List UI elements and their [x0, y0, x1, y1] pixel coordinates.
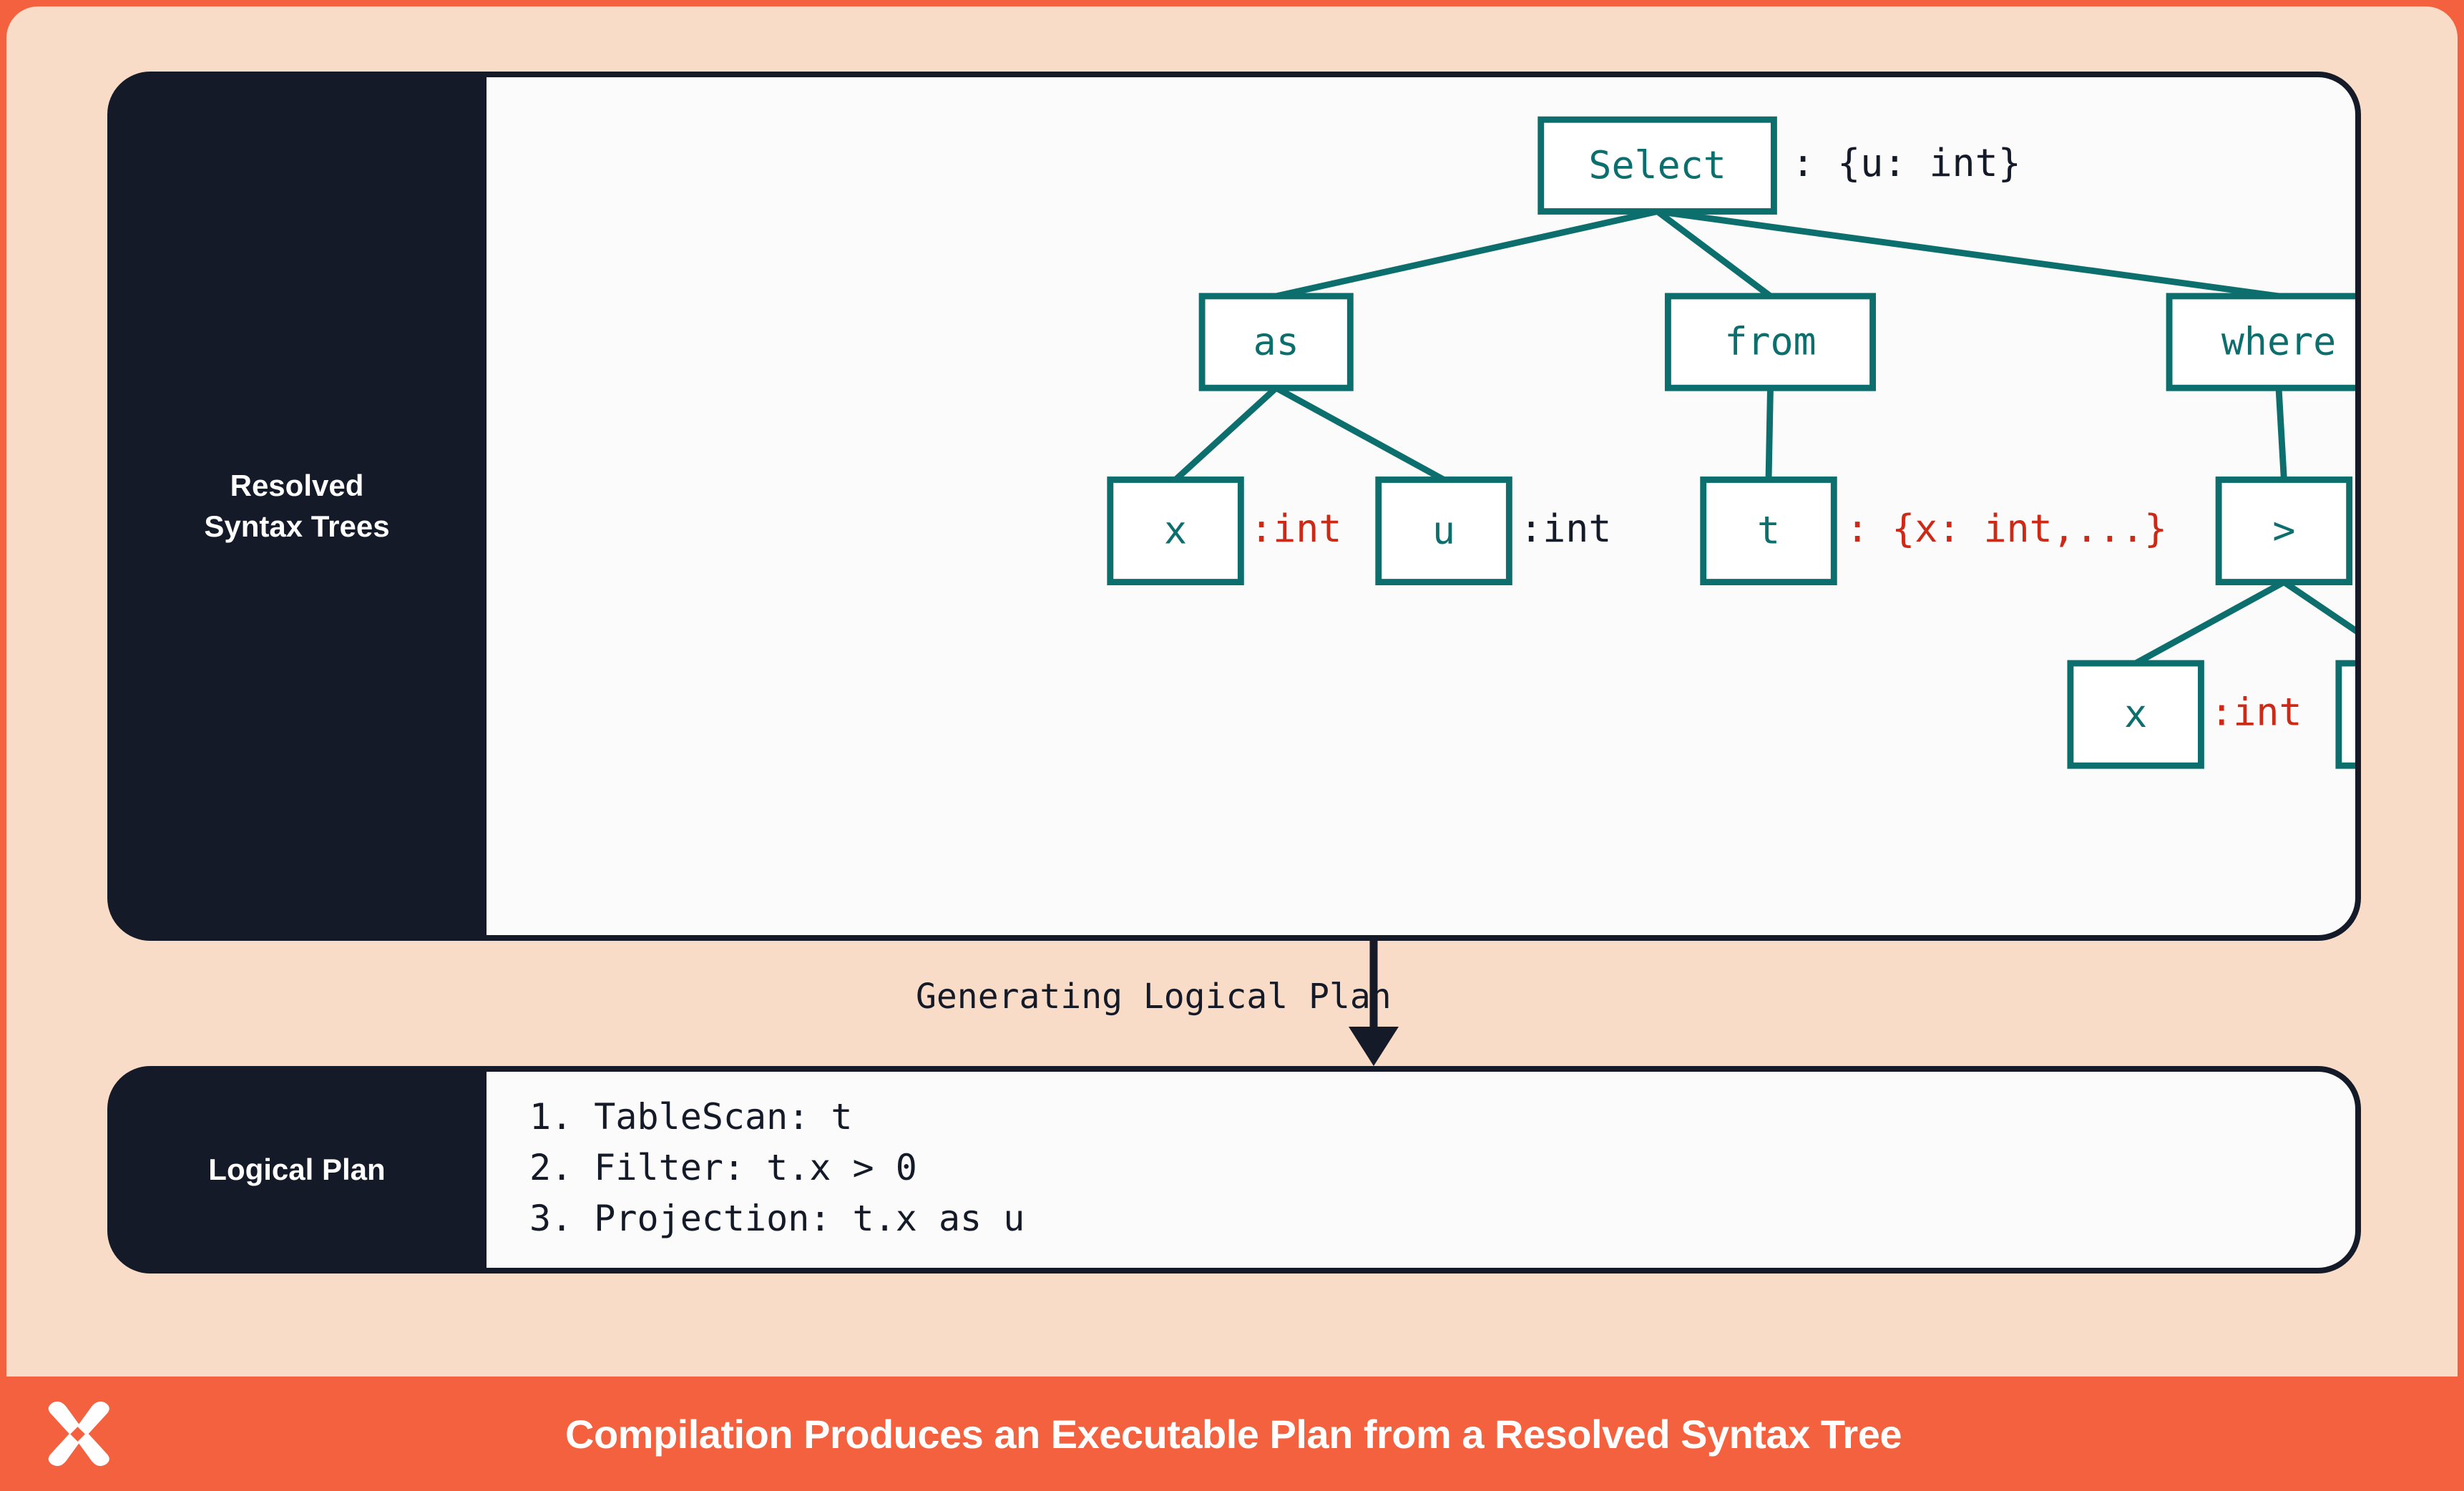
tree-node-label-gt: >	[2272, 509, 2295, 553]
tree-edge-as-to-u	[1274, 385, 1446, 483]
tree-node-from[interactable]: from	[1664, 293, 1877, 391]
tree-node-label-from: from	[1724, 320, 1816, 364]
tree-node-box-select	[1537, 116, 1777, 215]
panel-trees-label: Resolved Syntax Trees	[107, 72, 487, 941]
panel-trees-label-line1: Resolved	[230, 468, 364, 502]
transition-label: Generating Logical Plan	[916, 977, 1392, 1017]
transition-generating-logical-plan: Generating Logical Plan	[107, 941, 2361, 1066]
transition-arrow-svg	[1349, 941, 1399, 1066]
tree-node-box-where	[2166, 293, 2355, 391]
tree-node-label-t: t	[1757, 509, 1780, 553]
type-annotation-select: : {u: int}	[1791, 141, 2021, 185]
arrow-head	[1349, 1027, 1399, 1066]
logical-plan-step-list: 1. TableScan: t 2. Filter: t.x > 0 3. Proj…	[529, 1092, 1025, 1244]
tree-edge-as-to-x1	[1173, 385, 1279, 482]
panel-logical-plan: Logical Plan 1. TableScan: t 2. Filter: t…	[107, 1066, 2361, 1274]
type-annotation-t: : {x: int,...}	[1846, 507, 2167, 551]
panel-plan-body: 1. TableScan: t 2. Filter: t.x > 0 3. Proj…	[487, 1066, 2361, 1274]
tree-annotation-group: : {u: int}:int:int: {x: int,...}:bool:in…	[1250, 141, 2302, 735]
type-annotation-u: :int	[1520, 507, 1611, 551]
type-annotation-x1: :int	[1250, 507, 1341, 551]
tree-edge-group	[1173, 208, 2355, 666]
logical-plan-step-1: 1. TableScan: t	[529, 1096, 853, 1138]
x-mark-logo-icon	[48, 1401, 109, 1467]
tree-node-box-gt	[2215, 476, 2353, 586]
tree-node-box-from	[1664, 293, 1877, 391]
tree-node-label-u: u	[1432, 509, 1455, 553]
tree-node-box-zero	[2335, 660, 2355, 769]
tree-edge-select-to-as	[1275, 208, 1658, 300]
panel-resolved-syntax-trees: Resolved Syntax Trees Select as from where x…	[107, 72, 2361, 941]
tree-node-t[interactable]: t	[1700, 476, 1837, 586]
logical-plan-step-3: 3. Projection: t.x as u	[529, 1198, 1025, 1239]
tree-node-label-x2: x	[2124, 692, 2147, 736]
tree-node-box-u	[1375, 476, 1512, 586]
footer-caption: Compilation Produces an Executable Plan …	[565, 1411, 1902, 1457]
panel-plan-label: Logical Plan	[107, 1066, 487, 1274]
tree-node-as[interactable]: as	[1198, 293, 1354, 391]
tree-edge-where-to-gt	[2275, 387, 2287, 480]
tree-node-select[interactable]: Select	[1537, 116, 1777, 215]
tree-node-box-x2	[2067, 660, 2204, 769]
tree-node-label-as: as	[1253, 320, 1299, 364]
tree-edge-select-to-where	[1656, 208, 2279, 300]
tree-node-group: Select as from where x u t > x 0	[1107, 116, 2355, 769]
logical-plan-step-2: 2. Filter: t.x > 0	[529, 1147, 917, 1188]
tree-node-zero[interactable]: 0	[2335, 660, 2355, 769]
footer-bar: Compilation Produces an Executable Plan …	[0, 1377, 2464, 1491]
panel-trees-label-line2: Syntax Trees	[204, 509, 390, 543]
tree-node-where[interactable]: where	[2166, 293, 2355, 391]
panel-trees-body: Select as from where x u t > x 0 : {u: int} :int :i…	[487, 72, 2361, 941]
tree-node-box-t	[1700, 476, 1837, 586]
tree-node-u[interactable]: u	[1375, 476, 1512, 586]
tree-edge-gt-to-zero	[2282, 579, 2355, 635]
tree-node-label-select: Select	[1588, 143, 1726, 187]
tree-node-x1[interactable]: x	[1107, 476, 1244, 586]
tree-node-box-as	[1198, 293, 1354, 391]
tree-node-box-x1	[1107, 476, 1244, 586]
tree-node-label-where: where	[2221, 320, 2336, 364]
tree-edge-gt-to-x2	[2134, 579, 2286, 666]
tree-edge-select-to-from	[1655, 208, 1773, 299]
type-annotation-x2: :int	[2210, 690, 2302, 735]
tree-edge-from-to-t	[1765, 388, 1774, 480]
syntax-tree-diagram: Select as from where x u t > x 0 : {u: int} :int :i…	[1107, 116, 2355, 769]
tree-node-x2[interactable]: x	[2067, 660, 2204, 769]
tree-node-label-x1: x	[1164, 509, 1187, 553]
tree-node-gt[interactable]: >	[2215, 476, 2353, 586]
